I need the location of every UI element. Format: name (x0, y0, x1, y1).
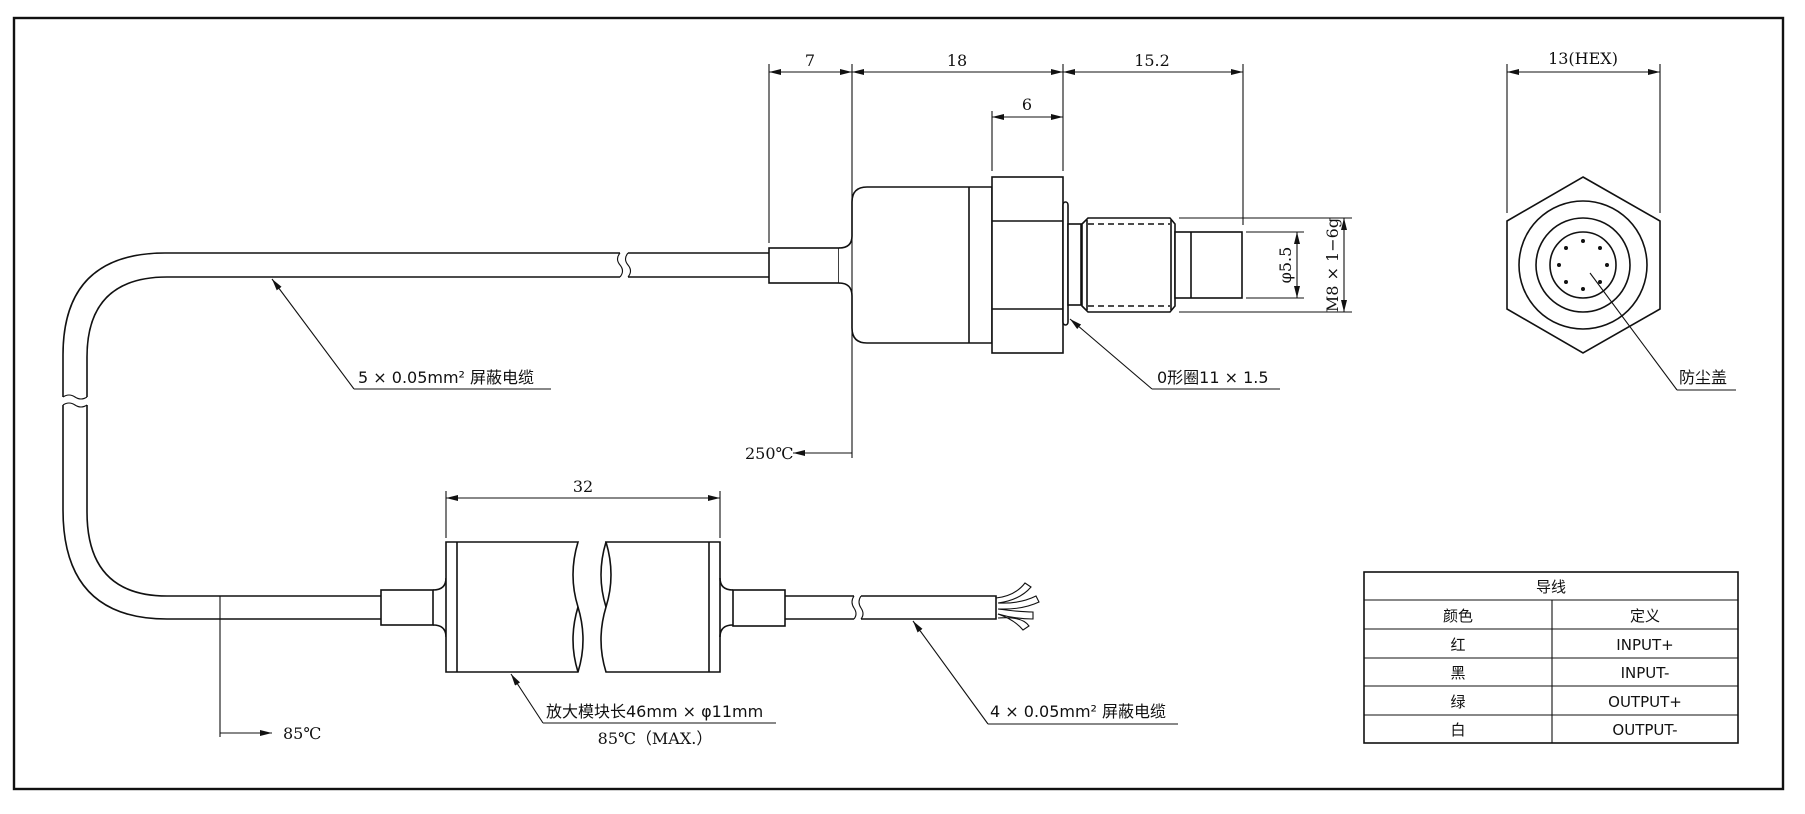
wire-table-header-definition: 定义 (1630, 607, 1660, 625)
hex-nut (991, 176, 1064, 354)
drawing-frame (12, 16, 1785, 791)
label-output-cable: 4 × 0.05mm² 屏蔽电缆 (990, 702, 1166, 721)
sensor-tip (1174, 231, 1243, 299)
dim-cable-collar: 7 (805, 51, 815, 70)
wire-table-header-color: 颜色 (1443, 607, 1473, 625)
connector-pins (1557, 239, 1609, 291)
wire-definition: INPUT+ (1616, 636, 1673, 654)
label-top-cable: 5 × 0.05mm² 屏蔽电缆 (358, 368, 534, 387)
top-cable (62, 252, 769, 620)
wire-table-title: 导线 (1536, 578, 1566, 596)
wire-color: 绿 (1450, 693, 1465, 711)
wire-table: 导线 颜色 定义 红 INPUT+ 黑 INPUT- 绿 OUTPUT+ 白 O… (1363, 571, 1739, 744)
amplifier-module (380, 541, 786, 673)
dim-hex-across-flats: 13(HEX) (1548, 49, 1618, 68)
annotations: 5 × 0.05mm² 屏蔽电缆 0形圈11 × 1.5 防尘盖 250℃ 85… (219, 272, 1736, 748)
hex-end-view (1506, 176, 1661, 354)
label-o-ring: 0形圈11 × 1.5 (1157, 368, 1269, 387)
hex-outer-ring (1518, 200, 1648, 330)
dim-hex-width: 6 (1022, 95, 1032, 114)
module-collar-left (380, 589, 434, 626)
hex-middle-ring (1535, 217, 1631, 313)
wire-color: 黑 (1450, 664, 1465, 682)
wire-definition: OUTPUT+ (1608, 693, 1682, 711)
dimensions: 7 18 15.2 6 13(HEX) φ5.5 M8 × 1−6g 32 (445, 49, 1661, 538)
dim-thread-spec: M8 × 1−6g (1323, 218, 1342, 312)
label-module: 放大模块长46mm × φ11mm (546, 702, 763, 721)
dust-cap (1549, 231, 1617, 299)
wire-definition: INPUT- (1621, 664, 1670, 682)
label-temp-sensor: 250℃ (745, 444, 793, 463)
neck (1067, 223, 1082, 306)
module-left-half (445, 541, 584, 673)
hex-outline (1506, 176, 1661, 354)
wire-definition: OUTPUT- (1612, 721, 1677, 739)
wire-color: 白 (1450, 721, 1465, 739)
dim-thread-length: 15.2 (1134, 51, 1170, 70)
cable-collar (768, 247, 840, 284)
sensor-head (768, 176, 1243, 354)
dim-module-length: 32 (573, 477, 593, 496)
output-cable (785, 582, 1040, 631)
label-module-temp: 85℃（MAX.） (598, 729, 713, 748)
label-temp-cable: 85℃ (283, 724, 321, 743)
dim-tip-diameter: φ5.5 (1276, 247, 1295, 284)
wire-color: 红 (1450, 636, 1465, 654)
label-dust-cap: 防尘盖 (1679, 368, 1727, 387)
dim-body-length: 18 (947, 51, 967, 70)
module-collar-right (732, 589, 786, 627)
module-right-half (600, 541, 721, 673)
wire-ends (995, 582, 1040, 631)
thread (1081, 217, 1176, 313)
